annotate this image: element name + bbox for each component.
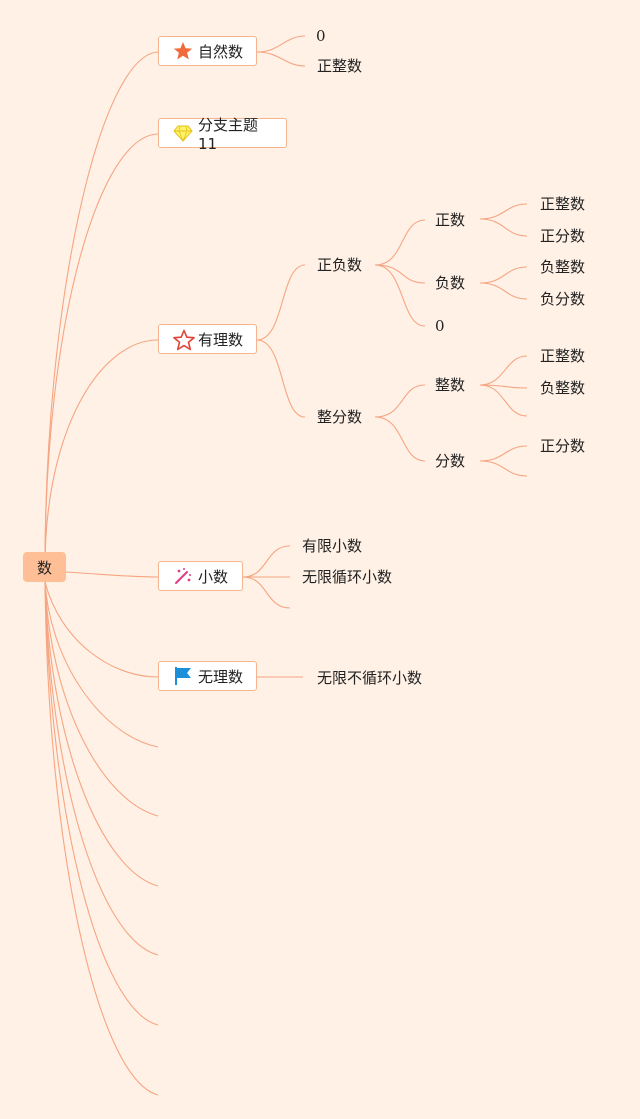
connector-root-empty-6 <box>44 581 159 1096</box>
connector-natural-0 <box>256 35 306 53</box>
branch-label: 小数 <box>198 567 229 586</box>
leaf-node[interactable]: 正整数 <box>540 195 586 213</box>
branch-rational-numbers[interactable]: 有理数 <box>158 324 257 354</box>
branch-natural-numbers[interactable]: 自然数 <box>158 36 257 66</box>
diamond-icon <box>173 123 193 143</box>
leaf-node[interactable]: 正分数 <box>540 437 586 455</box>
branch-label: 无理数 <box>198 667 244 686</box>
subtopic-node[interactable]: 整分数 <box>317 408 363 426</box>
connector-root-empty-2 <box>44 581 159 817</box>
connector-root-natural <box>44 51 159 568</box>
leaf-node[interactable]: 负整数 <box>540 379 586 397</box>
connector-decimal-empty <box>242 576 291 609</box>
leaf-node[interactable]: 无限循环小数 <box>302 568 393 586</box>
connector-negative-frac <box>479 282 528 300</box>
leaf-node[interactable]: 正分数 <box>540 227 586 245</box>
branch-irrational-numbers[interactable]: 无理数 <box>158 661 257 691</box>
branch-topic-11[interactable]: 分支主题11 <box>158 116 287 153</box>
connector-rational-signed <box>256 264 306 341</box>
leaf-node[interactable]: 负分数 <box>540 290 586 308</box>
connector-root-empty-5 <box>44 581 159 1026</box>
magic-wand-icon <box>173 566 193 586</box>
connector-root-topic11 <box>44 133 159 568</box>
leaf-node[interactable]: 负整数 <box>540 258 586 276</box>
leaf-node[interactable]: 正整数 <box>540 347 586 365</box>
outline-star-icon <box>173 329 195 351</box>
branch-label: 有理数 <box>198 330 244 349</box>
connector-negative-int <box>479 266 528 284</box>
root-node[interactable]: 数 <box>23 552 66 582</box>
blue-flag-icon <box>173 666 193 686</box>
connector-root-empty-1 <box>44 581 159 748</box>
connector-int-empty <box>479 384 528 417</box>
connector-intfrac-frac <box>374 416 426 462</box>
connector-root-empty-3 <box>44 581 159 887</box>
connector-frac-empty <box>479 460 528 477</box>
connector-signed-positive <box>374 219 426 266</box>
branch-label: 分支主题11 <box>198 115 259 153</box>
subtopic-node[interactable]: 分数 <box>435 452 466 470</box>
connector-decimal-finite <box>242 545 291 578</box>
leaf-node[interactable]: 0 <box>316 27 326 45</box>
connector-int-posint <box>479 355 528 386</box>
connector-rational-intfrac <box>256 339 306 418</box>
connector-frac-posfrac <box>479 445 528 462</box>
subtopic-node[interactable]: 负数 <box>435 274 466 292</box>
connector-natural-positive <box>256 51 306 67</box>
connector-positive-int <box>479 203 528 220</box>
subtopic-node[interactable]: 正负数 <box>317 256 363 274</box>
leaf-node[interactable]: 0 <box>435 317 445 335</box>
connector-signed-zero <box>374 264 426 327</box>
orange-star-icon <box>173 41 193 61</box>
connector-root-decimal <box>65 571 159 578</box>
branch-decimals[interactable]: 小数 <box>158 561 243 591</box>
leaf-node[interactable]: 有限小数 <box>302 537 363 555</box>
subtopic-node[interactable]: 正数 <box>435 211 466 229</box>
connector-intfrac-int <box>374 384 426 418</box>
subtopic-node[interactable]: 整数 <box>435 376 466 394</box>
connector-root-rational <box>44 339 159 568</box>
leaf-node[interactable]: 无限不循环小数 <box>317 669 423 687</box>
connector-positive-frac <box>479 218 528 237</box>
root-label: 数 <box>36 558 52 577</box>
leaf-node[interactable]: 正整数 <box>317 57 363 75</box>
connector-root-irrational <box>44 581 159 678</box>
connector-root-empty-4 <box>44 581 159 956</box>
connector-signed-negative <box>374 264 426 284</box>
branch-label: 自然数 <box>198 42 244 61</box>
